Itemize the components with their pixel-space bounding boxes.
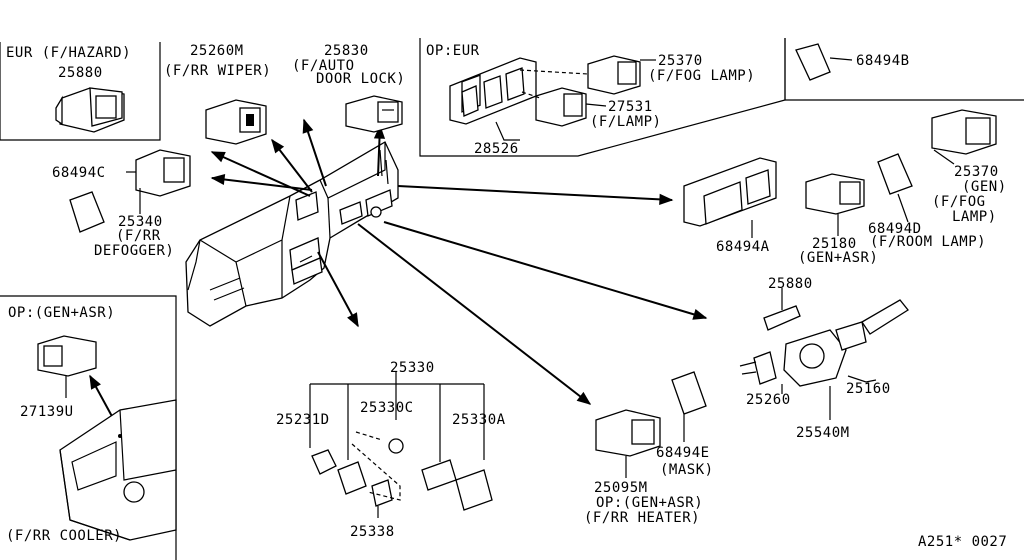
label-68494b: 68494B	[856, 53, 910, 69]
label-25260m: 25260M	[190, 43, 244, 59]
heater-switch-25095m	[595, 409, 661, 457]
label-25370-b: 25370	[954, 164, 999, 180]
hazard-switch-25880	[55, 87, 125, 133]
mask-68494b	[795, 43, 831, 81]
label-op-eur: OP:EUR	[426, 43, 480, 59]
combination-switch	[739, 299, 909, 387]
bezel-68494a	[683, 157, 777, 227]
label-auto-2: DOOR LOCK)	[316, 71, 405, 87]
label-68494d: 68494D	[868, 221, 922, 237]
label-25095m: 25095M	[594, 480, 648, 496]
lighter-parts	[311, 431, 493, 511]
label-defog-2: DEFOGGER)	[94, 243, 174, 259]
van-illustration	[59, 399, 177, 541]
label-mask: (MASK)	[660, 462, 714, 478]
label-25160: 25160	[846, 381, 891, 397]
switch-25180	[805, 173, 865, 215]
leader-lines	[65, 57, 955, 518]
mask-68494e	[671, 371, 707, 415]
mask-68494c	[69, 191, 105, 233]
label-25330: 25330	[390, 360, 435, 376]
label-rr-wiper: (F/RR WIPER)	[164, 63, 271, 79]
label-25830: 25830	[324, 43, 369, 59]
label-op-gen-asr-a: OP:(GEN+ASR)	[8, 305, 115, 321]
wiper-switch-25260m	[205, 99, 267, 145]
text-labels: EUR (F/HAZARD) 25880 25260M (F/RR WIPER)…	[6, 43, 1007, 550]
label-25260: 25260	[746, 392, 791, 408]
label-25880-a: 25880	[58, 65, 103, 81]
label-25180: 25180	[812, 236, 857, 252]
mask-68494d	[877, 153, 913, 195]
label-room-lamp: (F/ROOM LAMP)	[870, 234, 986, 250]
label-68494c: 68494C	[52, 165, 106, 181]
label-f-lamp: (F/LAMP)	[590, 114, 661, 130]
label-rr-heater: (F/RR HEATER)	[584, 510, 700, 526]
label-25338: 25338	[350, 524, 395, 540]
lamp-switch-27531	[535, 87, 587, 127]
label-auto-1: (F/AUTO	[292, 58, 355, 74]
label-gen-asr: (GEN+ASR)	[798, 250, 878, 266]
defogger-switch-25340	[135, 149, 191, 197]
callout-arrows	[89, 118, 708, 421]
dashed-lines-eur	[519, 69, 589, 99]
label-rr-cooler: (F/RR COOLER)	[6, 528, 122, 544]
label-68494e: 68494E	[656, 445, 710, 461]
fog-lamp-switch-25370-a	[587, 55, 641, 95]
label-eur-hazard: EUR (F/HAZARD)	[6, 45, 131, 61]
cooler-switch-27139u	[37, 335, 97, 377]
fog-lamp-switch-25370-b	[931, 109, 997, 155]
bezel-28526	[449, 57, 537, 125]
label-68494a: 68494A	[716, 239, 770, 255]
label-25540m: 25540M	[796, 425, 850, 441]
label-gen: (GEN)	[962, 179, 1007, 195]
label-25370-a: 25370	[658, 53, 703, 69]
instrument-panel-illustration	[185, 141, 399, 327]
label-25330a: 25330A	[452, 412, 506, 428]
label-ref-code: A251* 0027	[918, 534, 1007, 550]
label-28526: 28526	[474, 141, 519, 157]
label-fog-b-1: (F/FOG	[932, 194, 986, 210]
label-25330c: 25330C	[360, 400, 414, 416]
label-25880-b: 25880	[768, 276, 813, 292]
door-lock-switch-25830	[345, 95, 403, 133]
label-25340: 25340	[118, 214, 163, 230]
label-27139u: 27139U	[20, 404, 74, 420]
label-fog-lamp-a: (F/FOG LAMP)	[648, 68, 755, 84]
label-defog-1: (F/RR	[116, 228, 161, 244]
frame-lines	[0, 38, 1024, 560]
label-op-gen-asr-b: OP:(GEN+ASR)	[596, 495, 703, 511]
label-27531: 27531	[608, 99, 653, 115]
label-25231d: 25231D	[276, 412, 330, 428]
label-fog-b-2: LAMP)	[952, 209, 997, 225]
